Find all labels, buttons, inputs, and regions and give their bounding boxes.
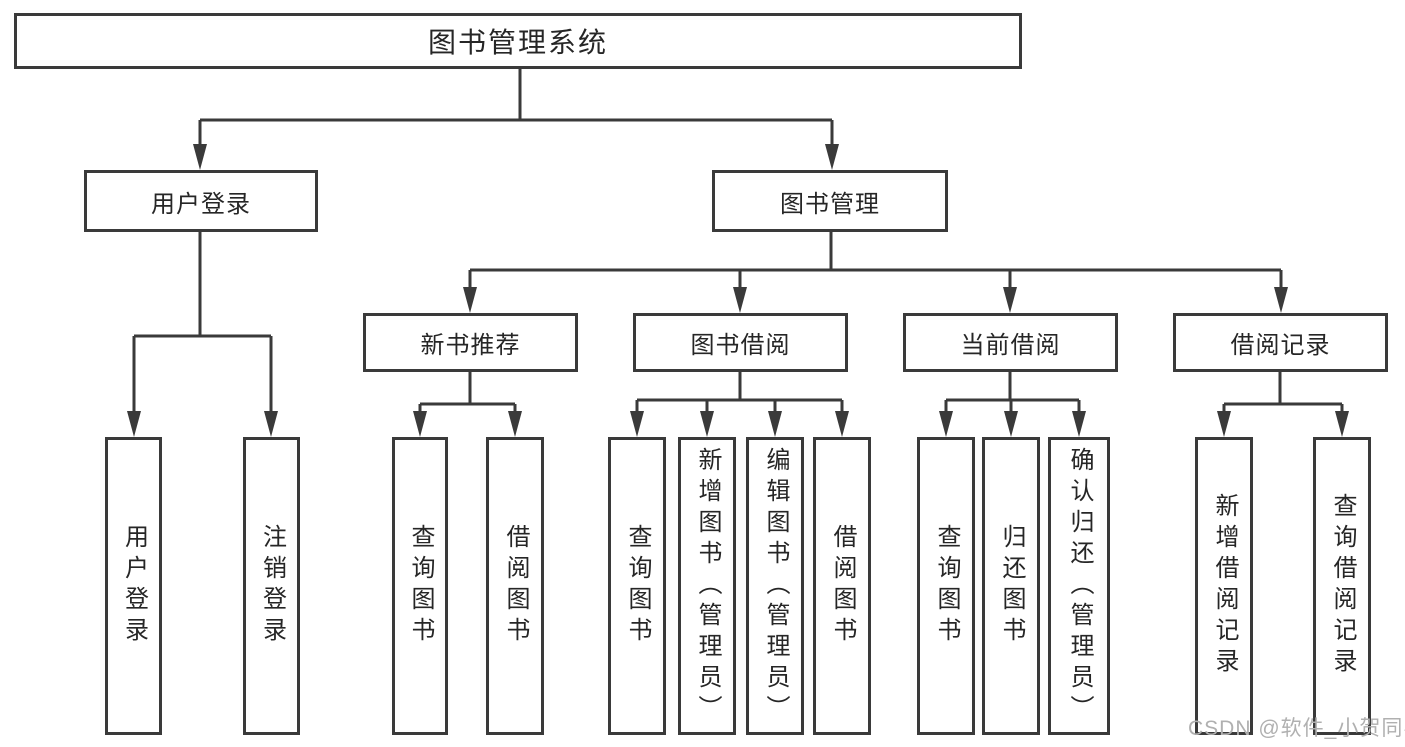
- node-root-library-system: 图书管理系统: [14, 13, 1022, 69]
- leaf-label: 归还图书: [998, 524, 1025, 648]
- leaf-confirm-return-admin: 确认归还（管理员）: [1048, 437, 1110, 735]
- leaf-query-borrow-record: 查询借阅记录: [1313, 437, 1371, 735]
- leaf-user-login: 用户登录: [105, 437, 162, 735]
- leaf-add-borrow-record: 新增借阅记录: [1195, 437, 1253, 735]
- leaf-label: 借阅图书: [829, 524, 856, 648]
- leaf-add-book-admin: 新增图书（管理员）: [678, 437, 736, 735]
- arrowheads: [127, 144, 1349, 437]
- leaf-return-book: 归还图书: [982, 437, 1040, 735]
- leaf-label: 借阅图书: [502, 524, 529, 648]
- connector-lines: [132, 69, 1344, 413]
- leaf-label: 查询图书: [624, 524, 651, 648]
- leaf-label: 用户登录: [120, 524, 148, 648]
- node-new-book-recommendation: 新书推荐: [363, 313, 578, 372]
- leaf-label: 编辑图书（管理员）: [762, 446, 789, 726]
- leaf-label: 新增图书（管理员）: [694, 446, 721, 726]
- leaf-label: 查询图书: [933, 524, 960, 648]
- leaf-label: 确认归还（管理员）: [1066, 446, 1093, 726]
- node-borrowing-records: 借阅记录: [1173, 313, 1388, 372]
- csdn-watermark: CSDN @软件_小贺同学: [1188, 717, 1405, 740]
- leaf-query-books-recommend: 查询图书: [392, 437, 448, 735]
- node-book-management: 图书管理: [712, 170, 948, 232]
- node-book-borrowing: 图书借阅: [633, 313, 848, 372]
- node-current-borrowing: 当前借阅: [903, 313, 1118, 372]
- leaf-label: 查询借阅记录: [1329, 493, 1356, 679]
- leaf-query-books-borrow: 查询图书: [608, 437, 666, 735]
- leaf-borrow-books: 借阅图书: [813, 437, 871, 735]
- leaf-query-books-current: 查询图书: [917, 437, 975, 735]
- leaf-label: 注销登录: [258, 524, 286, 648]
- node-user-login: 用户登录: [84, 170, 318, 232]
- leaf-label: 新增借阅记录: [1211, 493, 1238, 679]
- leaf-edit-book-admin: 编辑图书（管理员）: [746, 437, 804, 735]
- leaf-borrow-books-recommend: 借阅图书: [486, 437, 544, 735]
- leaf-label: 查询图书: [407, 524, 434, 648]
- leaf-logout: 注销登录: [243, 437, 300, 735]
